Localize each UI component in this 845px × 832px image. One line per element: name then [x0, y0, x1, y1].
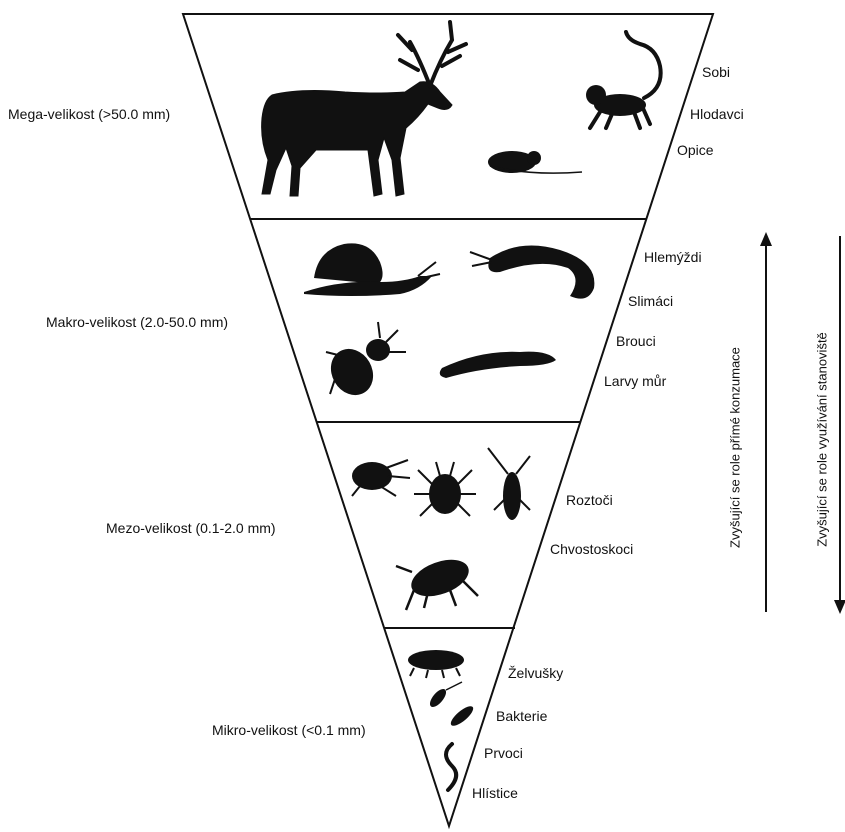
- springtail-icon: [488, 448, 530, 520]
- tier-label-mikro: Mikro-velikost (<0.1 mm): [212, 722, 366, 738]
- nematode-icon: [446, 744, 456, 790]
- organism-label: Želvušky: [508, 665, 563, 681]
- organism-label: Roztoči: [566, 492, 613, 508]
- arrow-up-icon: [760, 232, 772, 612]
- arrow-up-caption: Zvyšující se role přímé konzumace: [728, 313, 743, 583]
- monkey-icon: [586, 32, 661, 128]
- tier-label-mezo: Mezo-velikost (0.1-2.0 mm): [106, 520, 276, 536]
- slug-icon: [470, 246, 594, 299]
- tier-label-mega: Mega-velikost (>50.0 mm): [8, 106, 170, 122]
- reindeer-icon: [262, 22, 466, 196]
- beetle-icon: [323, 322, 406, 403]
- organism-label: Hlístice: [472, 785, 518, 801]
- organism-label: Chvostoskoci: [550, 541, 633, 557]
- protozoa-icon: [448, 703, 476, 729]
- springtail-large-icon: [396, 553, 478, 610]
- organism-label: Bakterie: [496, 708, 547, 724]
- organism-label: Slimáci: [628, 293, 673, 309]
- tier-label-makro: Makro-velikost (2.0-50.0 mm): [46, 314, 228, 330]
- organism-label: Prvoci: [484, 745, 523, 761]
- tardigrade-icon: [408, 650, 464, 678]
- organism-label: Brouci: [616, 333, 656, 349]
- caterpillar-icon: [440, 352, 556, 378]
- organism-label: Sobi: [702, 64, 730, 80]
- bacteria-icon: [427, 682, 462, 710]
- mite-icon: [352, 460, 410, 496]
- organism-label: Hlodavci: [690, 106, 744, 122]
- rodent-icon: [488, 151, 582, 173]
- snail-icon: [304, 243, 440, 296]
- organism-label: Hlemýždi: [644, 249, 702, 265]
- organism-label: Opice: [677, 142, 714, 158]
- arrow-down-caption: Zvyšující se role využívání stanoviště: [815, 295, 830, 585]
- spider-mite-icon: [414, 462, 476, 516]
- arrow-down-icon: [834, 236, 845, 614]
- organism-label: Larvy můr: [604, 373, 666, 389]
